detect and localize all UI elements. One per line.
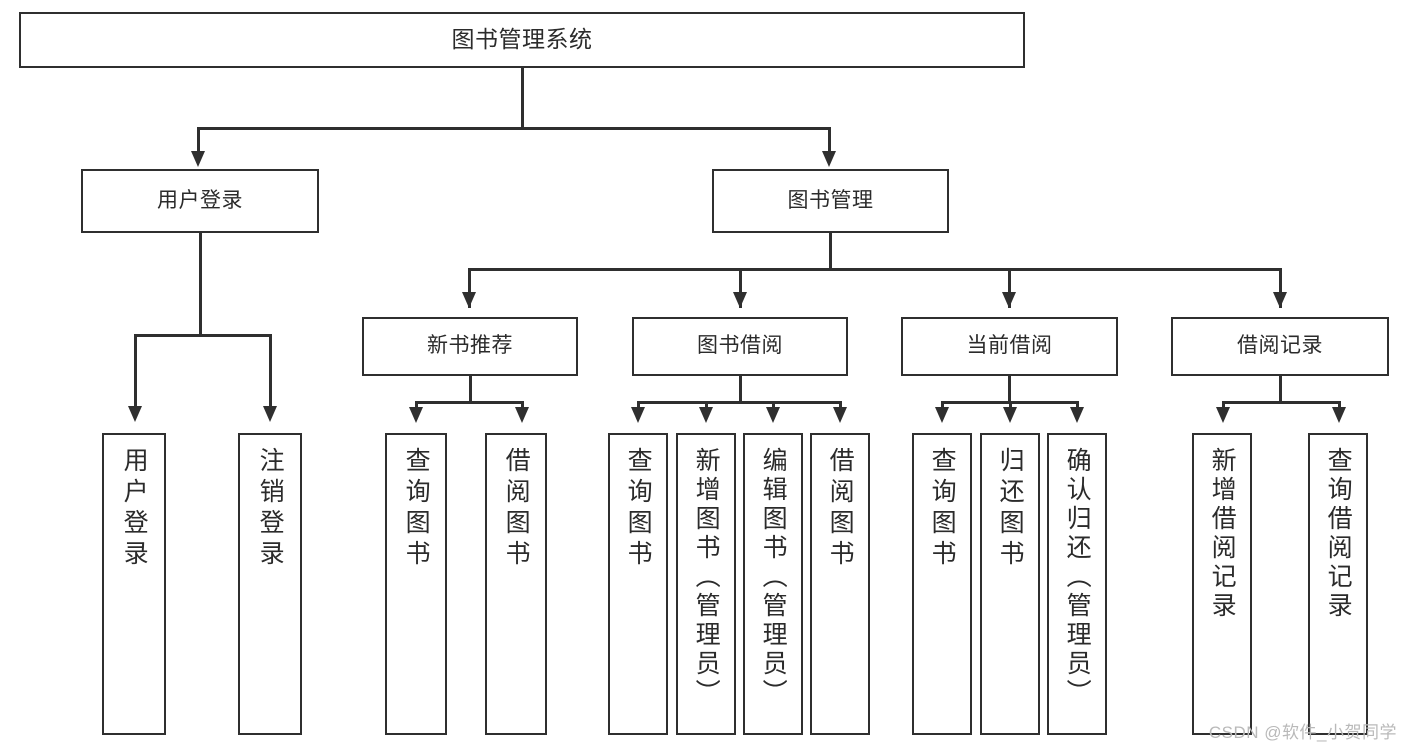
arrowhead-new-book-rec: [462, 292, 476, 308]
node-book-borrow-label: 图书借阅: [697, 334, 783, 358]
node-book-manage-label: 图书管理: [787, 188, 874, 212]
connector-borrow-record-stem: [1279, 376, 1282, 403]
node-leaf-logout-login-label: 注销登录: [256, 447, 285, 571]
arrowhead-leaf-return-book: [1003, 407, 1017, 423]
node-borrow-record-label: 借阅记录: [1237, 334, 1323, 358]
node-current-borrow[interactable]: 当前借阅: [901, 317, 1118, 376]
node-leaf-borrow-book-1-label: 借阅图书: [502, 447, 531, 571]
arrowhead-user-login: [191, 151, 205, 167]
connector-br-drop-1: [1222, 401, 1225, 410]
node-root[interactable]: 图书管理系统: [19, 12, 1025, 68]
connector-nbr-drop-2: [521, 401, 524, 410]
node-book-borrow[interactable]: 图书借阅: [632, 317, 848, 376]
node-leaf-add-record-label: 新增借阅记录: [1208, 447, 1237, 621]
node-leaf-query-record-label: 查询借阅记录: [1324, 447, 1353, 621]
connector-cb-drop-3: [1076, 401, 1079, 410]
connector-current-borrow-stem: [1008, 376, 1011, 403]
connector-user-login-drop-2: [269, 334, 272, 408]
node-leaf-confirm-return-label: 确认归还（管理员）: [1063, 447, 1092, 708]
arrowhead-leaf-edit-book: [766, 407, 780, 423]
node-leaf-borrow-book-2[interactable]: 借阅图书: [810, 433, 870, 735]
arrowhead-book-borrow: [733, 292, 747, 308]
connector-book-manage-drop-3: [1008, 268, 1011, 308]
node-leaf-edit-book[interactable]: 编辑图书（管理员）: [743, 433, 803, 735]
connector-bb-drop-1: [637, 401, 640, 410]
arrowhead-current-borrow: [1002, 292, 1016, 308]
node-user-login[interactable]: 用户登录: [81, 169, 319, 233]
connector-book-manage-drop-2: [739, 268, 742, 308]
node-leaf-logout-login[interactable]: 注销登录: [238, 433, 302, 735]
connector-cb-drop-1: [941, 401, 944, 410]
arrowhead-leaf-query-book-1: [409, 407, 423, 423]
node-root-label: 图书管理系统: [451, 26, 593, 53]
arrowhead-leaf-query-book-3: [935, 407, 949, 423]
connector-book-borrow-stem: [739, 376, 742, 403]
node-current-borrow-label: 当前借阅: [966, 334, 1053, 358]
node-leaf-user-login-label: 用户登录: [120, 447, 149, 571]
node-user-login-label: 用户登录: [157, 188, 243, 212]
connector-cb-drop-2: [1009, 401, 1012, 410]
node-new-book-rec[interactable]: 新书推荐: [362, 317, 578, 376]
connector-root-stem: [521, 68, 524, 128]
node-leaf-query-book-3[interactable]: 查询图书: [912, 433, 972, 735]
node-borrow-record[interactable]: 借阅记录: [1171, 317, 1389, 376]
connector-root-drop-left: [197, 127, 200, 153]
node-leaf-return-book-label: 归还图书: [996, 447, 1025, 571]
connector-user-login-stem: [199, 233, 202, 336]
connector-book-manage-stem: [829, 233, 832, 270]
node-leaf-query-book-1-label: 查询图书: [402, 447, 431, 571]
connector-borrow-record-bus: [1222, 401, 1341, 404]
node-leaf-add-book[interactable]: 新增图书（管理员）: [676, 433, 736, 735]
connector-br-drop-2: [1338, 401, 1341, 410]
node-leaf-borrow-book-2-label: 借阅图书: [826, 447, 855, 571]
node-new-book-rec-label: 新书推荐: [427, 334, 513, 358]
arrowhead-leaf-borrow-book-1: [515, 407, 529, 423]
connector-bb-drop-2: [705, 401, 708, 410]
connector-root-drop-right: [828, 127, 831, 153]
node-leaf-query-book-2-label: 查询图书: [624, 447, 653, 571]
connector-book-manage-drop-1: [468, 268, 471, 308]
node-leaf-query-record[interactable]: 查询借阅记录: [1308, 433, 1368, 735]
connector-book-borrow-bus: [637, 401, 841, 404]
connector-user-login-bus: [134, 334, 271, 337]
connector-new-book-rec-stem: [469, 376, 472, 403]
arrowhead-leaf-query-book-2: [631, 407, 645, 423]
arrowhead-book-manage: [822, 151, 836, 167]
connector-book-manage-drop-4: [1279, 268, 1282, 308]
arrowhead-leaf-add-record: [1216, 407, 1230, 423]
arrowhead-leaf-add-book: [699, 407, 713, 423]
arrowhead-borrow-record: [1273, 292, 1287, 308]
node-leaf-query-book-2[interactable]: 查询图书: [608, 433, 668, 735]
connector-user-login-drop-1: [134, 334, 137, 408]
connector-bb-drop-4: [839, 401, 842, 410]
connector-bb-drop-3: [772, 401, 775, 410]
watermark: CSDN @软件_小贺同学: [1208, 723, 1397, 742]
arrowhead-leaf-confirm-return: [1070, 407, 1084, 423]
arrowhead-leaf-query-record: [1332, 407, 1346, 423]
node-leaf-query-book-3-label: 查询图书: [928, 447, 957, 571]
node-leaf-borrow-book-1[interactable]: 借阅图书: [485, 433, 547, 735]
node-leaf-add-record[interactable]: 新增借阅记录: [1192, 433, 1252, 735]
node-leaf-add-book-label: 新增图书（管理员）: [692, 447, 721, 708]
node-leaf-edit-book-label: 编辑图书（管理员）: [759, 447, 788, 708]
node-leaf-confirm-return[interactable]: 确认归还（管理员）: [1047, 433, 1107, 735]
connector-book-manage-bus: [468, 268, 1282, 271]
arrowhead-leaf-borrow-book-2: [833, 407, 847, 423]
node-leaf-return-book[interactable]: 归还图书: [980, 433, 1040, 735]
node-leaf-query-book-1[interactable]: 查询图书: [385, 433, 447, 735]
arrowhead-leaf-logout-login: [263, 406, 277, 422]
connector-nbr-drop-1: [415, 401, 418, 410]
connector-root-bus: [197, 127, 829, 130]
connector-new-book-rec-bus: [415, 401, 524, 404]
node-book-manage[interactable]: 图书管理: [712, 169, 949, 233]
arrowhead-leaf-user-login: [128, 406, 142, 422]
node-leaf-user-login[interactable]: 用户登录: [102, 433, 166, 735]
